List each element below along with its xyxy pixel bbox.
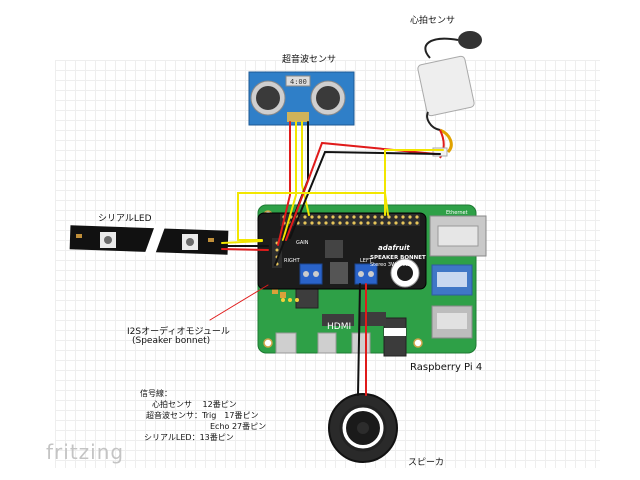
gain-label: GAIN	[296, 240, 309, 246]
gpio-pin	[394, 215, 398, 219]
serial-led-strip	[69, 221, 229, 259]
i2s-module-label: I2Sオーディオモジュール	[127, 327, 230, 337]
gpio-pin	[310, 215, 314, 219]
sonar-display: 4:00	[290, 78, 307, 86]
right-label: RIGHT	[284, 258, 301, 264]
gpio-pin	[338, 215, 342, 219]
serial-led-label: シリアルLED	[98, 214, 152, 224]
ultrasonic-sensor-label: 超音波センサ	[282, 55, 337, 65]
gpio-pin	[338, 221, 342, 225]
gpio-pin	[366, 215, 370, 219]
wires	[209, 121, 444, 396]
gpio-pin	[373, 221, 377, 225]
raspberry-pi-label: Raspberry Pi 4	[410, 362, 483, 373]
gpio-pin	[352, 221, 356, 225]
gpio-pin	[352, 215, 356, 219]
signal-note-heart: 心拍センサ 12番ピン	[152, 400, 237, 409]
gpio-pin	[380, 221, 384, 225]
left-label: LEFT	[360, 258, 373, 264]
gpio-pin	[324, 215, 328, 219]
gpio-pin	[303, 221, 307, 225]
gpio-pin	[401, 215, 405, 219]
usb-c-port	[275, 332, 297, 354]
gpio-pin	[317, 221, 321, 225]
gpio-pin	[366, 221, 370, 225]
gpio-pin	[387, 221, 391, 225]
ultrasonic-sensor: 4:00	[248, 71, 355, 126]
gpio-pin	[331, 221, 335, 225]
signal-note-echo: Echo 27番ピン	[210, 422, 267, 431]
gpio-pin	[359, 215, 363, 219]
signal-notes-heading: 信号線：	[140, 389, 172, 398]
i2s-module-sub-label: (Speaker bonnet)	[132, 336, 211, 346]
gpio-pin	[359, 221, 363, 225]
signal-note-trig: 超音波センサ：Trig 17番ピン	[146, 411, 259, 420]
gpio-pin	[401, 221, 405, 225]
right-speaker-terminal	[299, 263, 323, 285]
gpio-pin	[310, 221, 314, 225]
heart-rate-sensor-label: 心拍センサ	[410, 16, 456, 26]
bonnet-brand: adafruit	[378, 244, 410, 252]
gpio-pin	[303, 215, 307, 219]
gpio-pin	[415, 221, 419, 225]
gpio-pin	[408, 215, 412, 219]
bonnet-subtitle: Stereo 3W 4-8Ω	[370, 262, 410, 268]
bonnet-title: SPEAKER BONNET	[370, 255, 426, 261]
heart-rate-sensor	[417, 31, 482, 159]
gpio-pin	[415, 215, 419, 219]
hdmi-label: HDMI	[327, 322, 351, 332]
gpio-pin	[317, 215, 321, 219]
speaker	[328, 393, 398, 463]
fritzing-logo: fritzing	[46, 440, 125, 464]
speaker-label: スピーカ	[408, 458, 445, 468]
gpio-pin	[345, 221, 349, 225]
gpio-pin	[373, 215, 377, 219]
signal-note-led: シリアルLED：13番ピン	[144, 433, 234, 442]
ethernet-label: Ethernet	[446, 210, 468, 216]
gpio-pin	[331, 215, 335, 219]
gpio-pin	[345, 215, 349, 219]
gpio-pin	[408, 221, 412, 225]
gpio-pin	[380, 215, 384, 219]
speaker-bonnet-module: adafruit SPEAKER BONNET Stereo 3W 4-8Ω R…	[257, 212, 427, 290]
gpio-pin	[324, 221, 328, 225]
audio-jack	[383, 317, 407, 357]
gpio-pin	[394, 221, 398, 225]
gpio-pin	[387, 215, 391, 219]
